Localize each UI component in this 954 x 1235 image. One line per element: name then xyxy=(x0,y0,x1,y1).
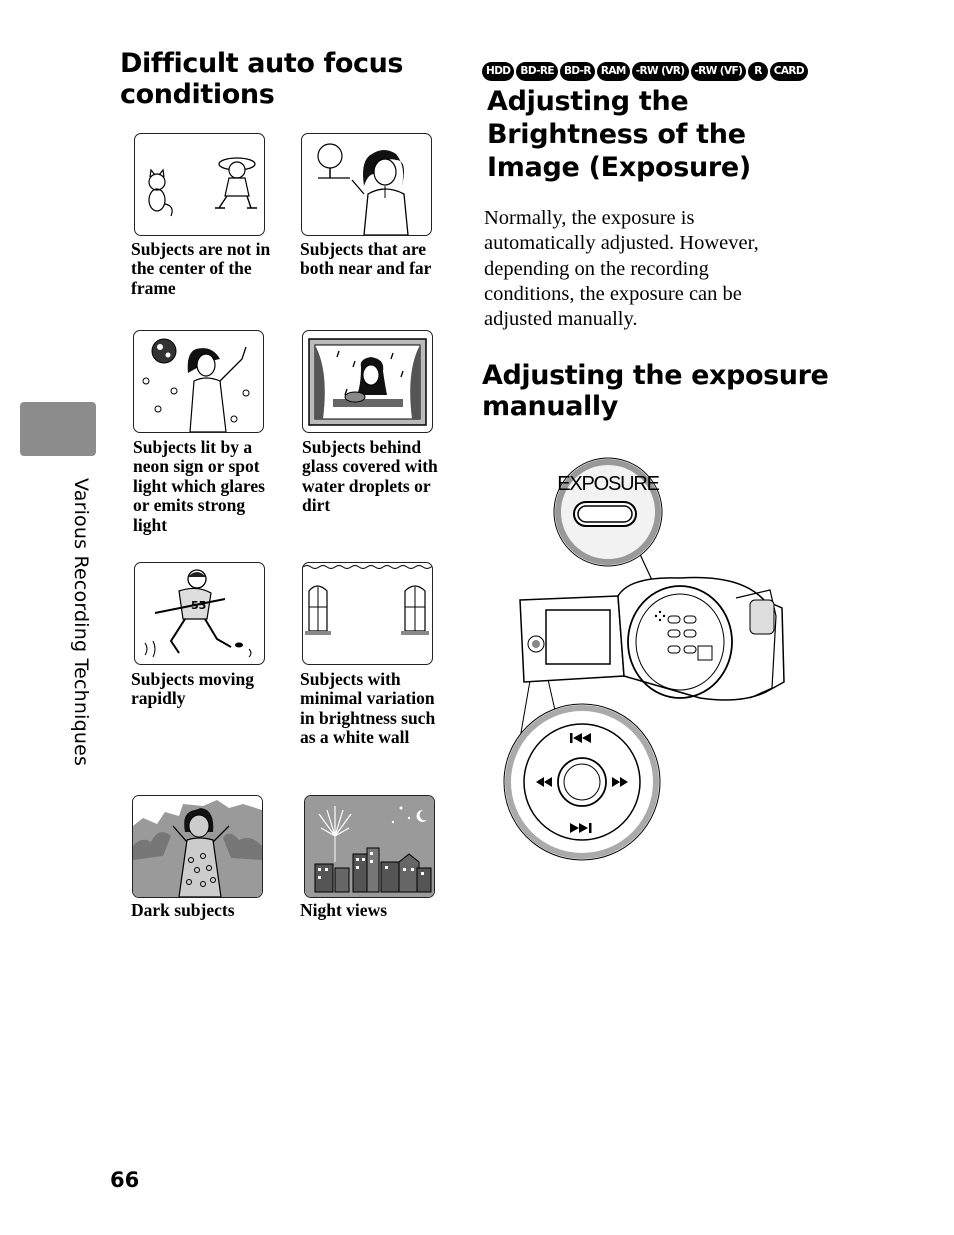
caption-night: Night views xyxy=(300,900,388,920)
cat-and-girl-illustration xyxy=(134,133,265,236)
near-and-far-illustration xyxy=(301,133,432,236)
badge-bd-re: BD-RE xyxy=(516,62,558,81)
badge-r: R xyxy=(748,62,768,81)
night-city-illustration xyxy=(304,795,435,898)
exposure-button-icon xyxy=(553,457,663,567)
caption-dark: Dark subjects xyxy=(131,900,235,920)
svg-text:55: 55 xyxy=(191,599,206,612)
window-droplets-illustration xyxy=(302,330,433,433)
section-heading-exposure: Adjusting the Brightness of the Image (E… xyxy=(487,86,751,183)
badge-rw-vf: -RW (VF) xyxy=(690,62,747,81)
caption-off-center: Subjects are not in the center of the fr… xyxy=(131,239,271,298)
chapter-title: Various Recording Techniques xyxy=(70,478,92,767)
control-dial-icon xyxy=(503,703,661,861)
badge-ram: RAM xyxy=(596,62,630,81)
badge-hdd: HDD xyxy=(482,62,515,81)
camcorder-icon xyxy=(519,576,785,701)
camcorder-diagram: EXPOSURE xyxy=(500,450,800,870)
caption-white-wall: Subjects with minimal variation in brigh… xyxy=(300,669,436,748)
exposure-description: Normally, the exposure is automatically … xyxy=(484,207,759,331)
exposure-button-label: EXPOSURE xyxy=(557,473,659,495)
disco-ball-dancer-illustration xyxy=(133,330,264,433)
caption-moving: Subjects moving rapidly xyxy=(131,669,254,709)
badge-card: CARD xyxy=(769,62,809,81)
hockey-player-illustration: 55 xyxy=(134,562,265,665)
dark-subject-illustration xyxy=(132,795,263,898)
page-number: 66 xyxy=(110,1168,140,1192)
section-heading-autofocus: Difficult auto focus conditions xyxy=(120,48,404,110)
chapter-tab xyxy=(20,402,96,456)
badge-rw-vr: -RW (VR) xyxy=(631,62,689,81)
media-badges: HDD BD-RE BD-R RAM -RW (VR) -RW (VF) R C… xyxy=(482,62,809,82)
subheading-manual-exposure: Adjusting the exposure manually xyxy=(482,360,829,422)
white-wall-illustration xyxy=(302,562,433,665)
badge-bd-r: BD-R xyxy=(559,62,595,81)
caption-bright-light: Subjects lit by a neon sign or spot ligh… xyxy=(133,437,265,535)
caption-glass-droplets: Subjects behind glass covered with water… xyxy=(302,437,438,516)
caption-near-far: Subjects that are both near and far xyxy=(300,239,432,279)
